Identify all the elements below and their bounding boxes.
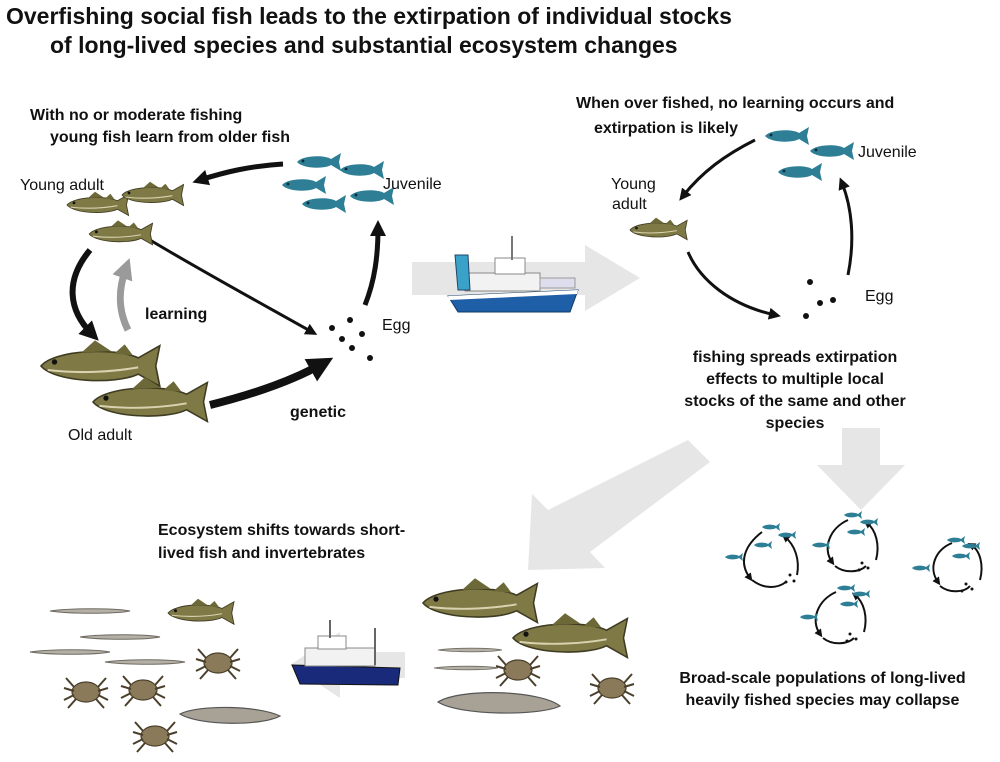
arrow-egg-to-juvenile-right xyxy=(838,177,854,276)
mini-cycle-3 xyxy=(912,536,983,593)
flow-arrow-down-left xyxy=(528,440,710,570)
mixed-species-before xyxy=(422,577,635,714)
young-adult-label-right-1: Young xyxy=(611,176,656,193)
old-adult-cod-group xyxy=(39,339,209,423)
title-line-2: of long-lived species and substantial ec… xyxy=(50,32,678,58)
trawler-icon xyxy=(291,620,401,686)
young-adult-label: Young adult xyxy=(20,177,104,194)
ecosystem-line-2: lived fish and invertebrates xyxy=(158,545,366,562)
collapse-line-1: Broad-scale populations of long-lived xyxy=(679,670,966,687)
fishing-vessel-icon xyxy=(447,236,579,313)
arrow-juvenile-to-young-adult xyxy=(192,161,284,186)
arrow-young-to-old xyxy=(69,248,99,341)
young-adult-cod-right xyxy=(629,217,688,241)
collapse-line-2: heavily fished species may collapse xyxy=(685,692,960,709)
mini-cycle-2 xyxy=(812,511,879,573)
spread-line-2: effects to multiple local xyxy=(706,371,884,388)
title-line-1: Overfishing social fish leads to the ext… xyxy=(6,3,732,29)
right-heading-line-2: extirpation is likely xyxy=(594,120,739,137)
egg-label-right: Egg xyxy=(865,288,894,305)
egg-dots-right xyxy=(803,279,836,319)
old-adult-label: Old adult xyxy=(68,427,133,444)
left-heading-line-1: With no or moderate fishing xyxy=(30,107,243,124)
arrow-old-adult-to-egg xyxy=(209,357,334,409)
right-heading-line-1: When over fished, no learning occurs and xyxy=(576,95,895,112)
learning-arrow xyxy=(112,258,133,332)
left-heading-line-2: young fish learn from older fish xyxy=(50,129,291,146)
spread-line-4: species xyxy=(765,415,825,432)
arrow-young-adult-to-egg xyxy=(149,238,318,335)
genetic-label: genetic xyxy=(290,404,347,421)
flow-arrow-down-right xyxy=(817,428,905,510)
spread-line-1: fishing spreads extirpation xyxy=(692,349,898,366)
mini-cycle-4 xyxy=(800,584,870,645)
spread-line-3: stocks of the same and other xyxy=(684,393,906,410)
juvenile-label: Juvenile xyxy=(383,176,442,193)
arrow-juvenile-to-young-adult-right xyxy=(679,138,756,201)
arrow-egg-to-juvenile xyxy=(362,219,386,306)
ecosystem-line-1: Ecosystem shifts towards short- xyxy=(158,522,406,539)
young-adult-label-right-2: adult xyxy=(612,196,647,213)
learning-label: learning xyxy=(145,306,208,323)
arrow-young-adult-to-egg-right xyxy=(686,251,781,320)
mini-cycle-1 xyxy=(725,523,799,588)
juvenile-fish-group xyxy=(282,153,394,213)
juvenile-fish-group-right xyxy=(765,127,854,181)
short-lived-species-after xyxy=(29,598,282,753)
egg-dots xyxy=(329,317,373,361)
juvenile-label-right: Juvenile xyxy=(858,144,917,161)
egg-label: Egg xyxy=(382,317,411,334)
